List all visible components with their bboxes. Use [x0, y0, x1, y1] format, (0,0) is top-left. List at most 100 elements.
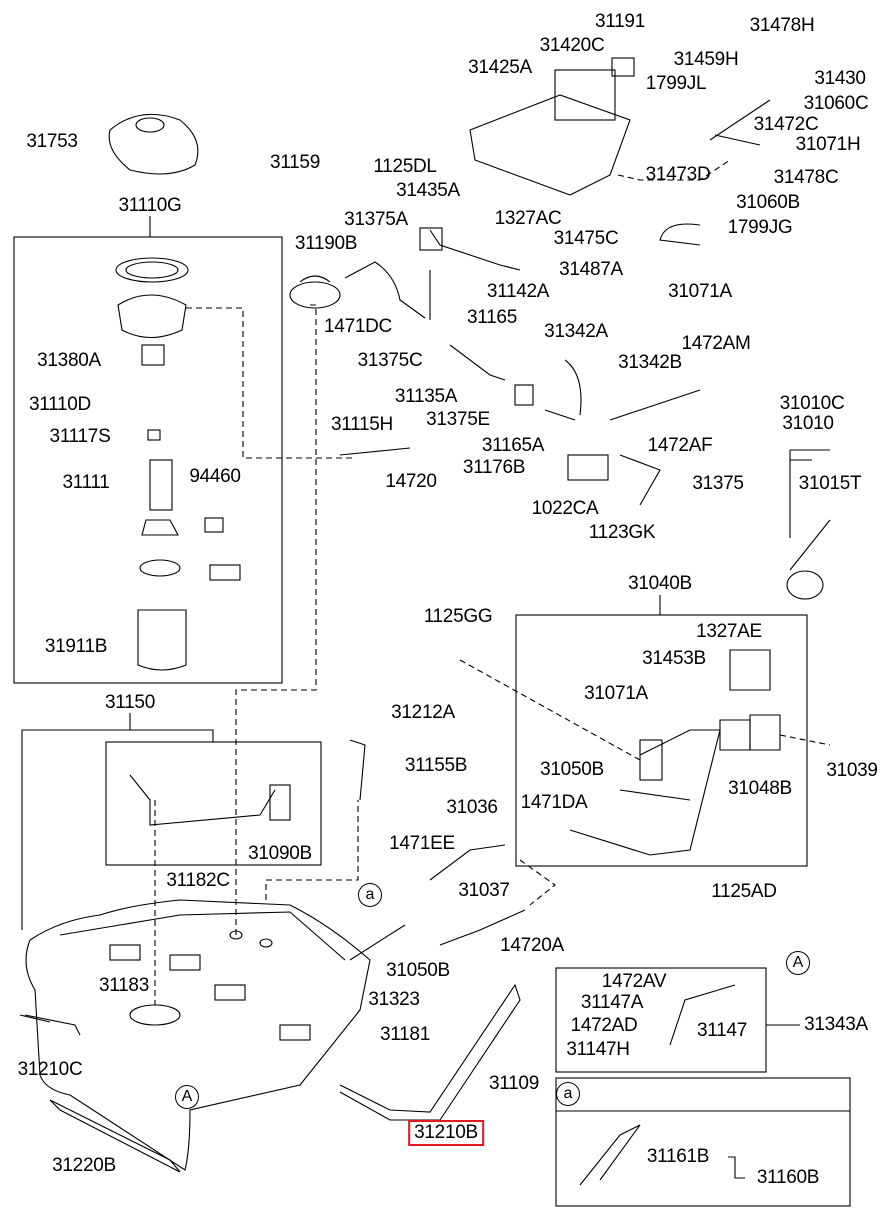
part-label-p31090B: 31090B [248, 843, 312, 864]
part-label-p31036: 31036 [446, 797, 498, 818]
part-label-p31060B: 31060B [736, 192, 800, 213]
part-label-p14720: 14720 [385, 471, 437, 492]
part-label-p31375: 31375 [692, 473, 744, 494]
part-label-p31478C: 31478C [773, 167, 839, 188]
part-label-p31375C: 31375C [357, 350, 423, 371]
part-label-p31050B: 31050B [540, 759, 604, 780]
part-label-p31071H: 31071H [795, 134, 861, 155]
part-label-p31473D: 31473D [645, 164, 711, 185]
part-label-p31037: 31037 [458, 880, 510, 901]
callout-c-A-2: A [175, 1085, 199, 1109]
part-label-p31425A: 31425A [468, 57, 532, 78]
part-label-p31182C: 31182C [166, 870, 230, 891]
part-label-p31210B: 31210B [408, 1120, 484, 1146]
part-label-p31111: 31111 [62, 472, 110, 493]
part-label-p31472C: 31472C [753, 114, 819, 135]
fuel-tank [25, 899, 371, 1171]
part-label-p1471DA: 1471DA [520, 792, 588, 813]
part-label-p31191: 31191 [595, 11, 645, 32]
box-31160B [555, 1077, 851, 1207]
part-label-p14720A: 14720A [500, 935, 564, 956]
box-31150 [21, 729, 214, 930]
box-31090B [105, 741, 322, 866]
part-label-p1472AM: 1472AM [681, 333, 751, 354]
part-label-p31181: 31181 [380, 1024, 430, 1045]
part-label-p31147A: 31147A [580, 992, 644, 1013]
part-label-p31323: 31323 [368, 989, 420, 1010]
callout-c-a-1: a [358, 883, 382, 907]
part-label-p31109: 31109 [489, 1073, 539, 1094]
part-label-p31753: 31753 [26, 131, 78, 152]
part-label-p31453B: 31453B [642, 648, 706, 669]
part-label-p31165A: 31165A [481, 435, 545, 456]
part-label-p1799JG: 1799JG [727, 217, 793, 238]
part-label-p1123GK: 1123GK [588, 522, 656, 543]
callout-c-A-1: A [786, 951, 810, 975]
part-label-p31150: 31150 [105, 692, 155, 713]
part-label-p31015T: 31015T [798, 473, 862, 494]
part-label-p31380A: 31380A [37, 350, 101, 371]
part-label-p31117S: 31117S [49, 426, 111, 447]
part-label-p31375E: 31375E [426, 409, 490, 430]
part-label-p31478H: 31478H [749, 15, 815, 36]
part-label-p31110G: 31110G [118, 195, 182, 216]
part-label-p31155B: 31155B [404, 755, 468, 776]
part-label-p94460: 94460 [189, 466, 241, 487]
part-label-p1327AC: 1327AC [494, 208, 562, 229]
part-label-p31375A: 31375A [344, 209, 408, 230]
part-label-p31040B: 31040B [628, 573, 692, 594]
part-label-p31165: 31165 [467, 307, 517, 328]
part-label-p31159: 31159 [270, 152, 320, 173]
part-label-p1022CA: 1022CA [531, 498, 599, 519]
tank-strap [339, 983, 521, 1121]
part-label-p1799JL: 1799JL [645, 73, 707, 94]
box-31040B [515, 614, 808, 867]
part-label-p1472AV: 1472AV [601, 971, 667, 992]
part-label-p31459H: 31459H [673, 49, 739, 70]
part-label-p31050B2: 31050B [386, 960, 450, 981]
part-label-p31183: 31183 [99, 975, 149, 996]
part-label-p31147: 31147 [697, 1020, 747, 1041]
part-label-p1472AF: 1472AF [647, 435, 713, 456]
part-label-p1125AD: 1125AD [711, 881, 777, 902]
callout-c-a-2: a [556, 1082, 580, 1106]
part-label-p31135A: 31135A [394, 386, 458, 407]
part-label-p31039: 31039 [826, 760, 878, 781]
part-label-p31190B: 31190B [294, 233, 358, 254]
part-label-p1327AE: 1327AE [696, 621, 762, 642]
part-label-p31048B: 31048B [728, 778, 792, 799]
part-label-p31176B: 31176B [462, 457, 526, 478]
part-label-p31115H: 31115H [331, 414, 393, 435]
part-label-p31160B: 31160B [756, 1167, 820, 1188]
part-label-p1125DL: 1125DL [373, 156, 437, 177]
part-label-p31343A: 31343A [804, 1014, 868, 1035]
part-label-p1125GG: 1125GG [423, 606, 493, 627]
part-label-p31430: 31430 [814, 68, 866, 89]
part-label-p1472AD: 1472AD [570, 1015, 638, 1036]
part-label-p31212A: 31212A [391, 702, 455, 723]
box-31343A [555, 967, 767, 1073]
part-label-p31071A: 31071A [668, 281, 732, 302]
part-label-p31420C: 31420C [539, 35, 605, 56]
part-label-p31010: 31010 [782, 413, 834, 434]
cover-31753 [108, 113, 199, 175]
part-label-p31110D: 31110D [29, 394, 91, 415]
part-label-p31220B: 31220B [52, 1155, 116, 1176]
part-label-p31161B: 31161B [646, 1146, 710, 1167]
part-label-p31487A: 31487A [559, 259, 623, 280]
part-label-p31060C: 31060C [803, 93, 869, 114]
part-label-p31071A2: 31071A [584, 683, 648, 704]
canister [469, 94, 631, 196]
part-label-p31911B: 31911B [44, 636, 108, 657]
part-label-p1471DC: 1471DC [324, 316, 392, 337]
box-31110G [13, 236, 283, 684]
part-label-p31342B: 31342B [618, 352, 682, 373]
part-label-p31147H: 31147H [566, 1039, 630, 1060]
part-label-p31142A: 31142A [486, 281, 550, 302]
part-label-p31342A: 31342A [544, 321, 608, 342]
part-label-p31475C: 31475C [553, 228, 619, 249]
part-label-p1471EE: 1471EE [389, 833, 455, 854]
part-label-p31435A: 31435A [396, 180, 460, 201]
